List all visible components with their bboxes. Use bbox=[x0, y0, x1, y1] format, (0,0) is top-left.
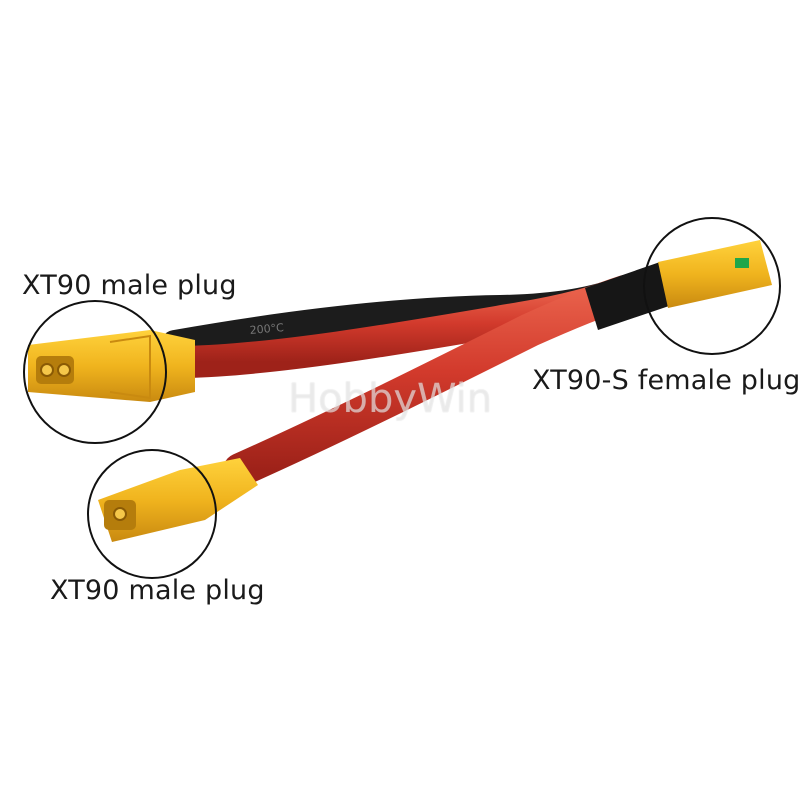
callout-circle-right bbox=[643, 217, 781, 355]
label-xt90-male-top: XT90 male plug bbox=[22, 270, 237, 301]
xt90-male-connector-top bbox=[28, 330, 195, 402]
callout-circle-top-left bbox=[23, 300, 167, 444]
cable-print: 200°C bbox=[249, 321, 284, 337]
watermark: HobbyWin bbox=[288, 376, 493, 422]
callout-circle-bottom bbox=[87, 449, 217, 579]
heatshrink-junction bbox=[585, 262, 672, 330]
xt90s-female-connector bbox=[658, 240, 772, 308]
label-xt90s-female: XT90-S female plug bbox=[532, 365, 800, 396]
xt90-male-connector-bottom bbox=[98, 458, 258, 542]
label-xt90-male-bottom: XT90 male plug bbox=[50, 575, 265, 606]
